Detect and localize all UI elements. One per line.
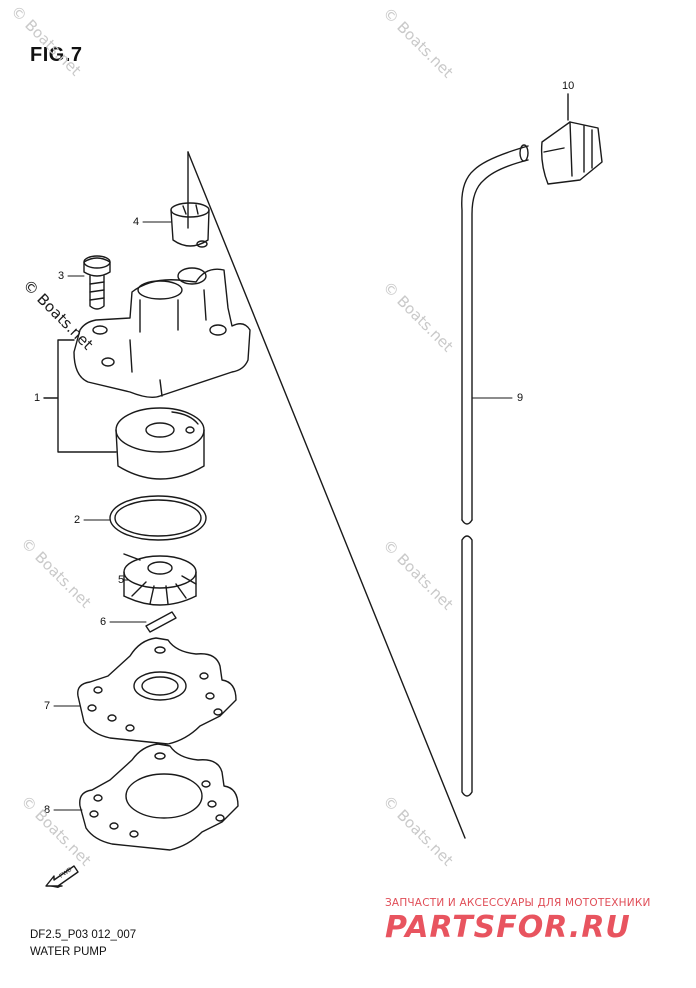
callout-8: 8 <box>44 804 51 816</box>
figure-title: FIG.7 <box>30 44 83 66</box>
model-code: DF2.5_P03 012_007 <box>30 929 137 941</box>
callout-6: 6 <box>100 616 107 628</box>
part-3-bolt <box>83 255 111 310</box>
callout-1-bracket <box>43 339 117 453</box>
part-4-collar <box>170 202 210 248</box>
part-7-plate <box>77 637 237 745</box>
callout-2: 2 <box>74 514 81 526</box>
leader-lines <box>53 221 513 811</box>
part-8-gasket <box>79 743 239 851</box>
callout-7: 7 <box>44 700 51 712</box>
callout-10: 10 <box>562 80 575 92</box>
part-5-impeller <box>123 553 197 606</box>
figure-name: WATER PUMP <box>30 946 107 958</box>
assembly-axis-line <box>187 151 466 839</box>
part-6-key <box>145 611 177 633</box>
part-2-oring <box>109 495 207 541</box>
callout-9: 9 <box>517 392 524 404</box>
part-1-impeller-housing <box>115 407 205 480</box>
fwd-arrow-icon: FWD <box>45 865 79 888</box>
callout-4: 4 <box>133 216 140 228</box>
promo-tagline: ЗАПЧАСТИ И АКСЕССУАРЫ ДЛЯ МОТОТЕХНИКИ <box>385 897 651 909</box>
promo-brand: PARTSFOR.RU <box>385 910 631 945</box>
part-9-water-tube <box>461 144 529 797</box>
callout-3: 3 <box>58 270 65 282</box>
part-1-pump-case <box>73 267 251 399</box>
part-10-grommet <box>540 93 603 185</box>
callout-5: 5 <box>118 574 125 586</box>
callout-1: 1 <box>34 392 41 404</box>
